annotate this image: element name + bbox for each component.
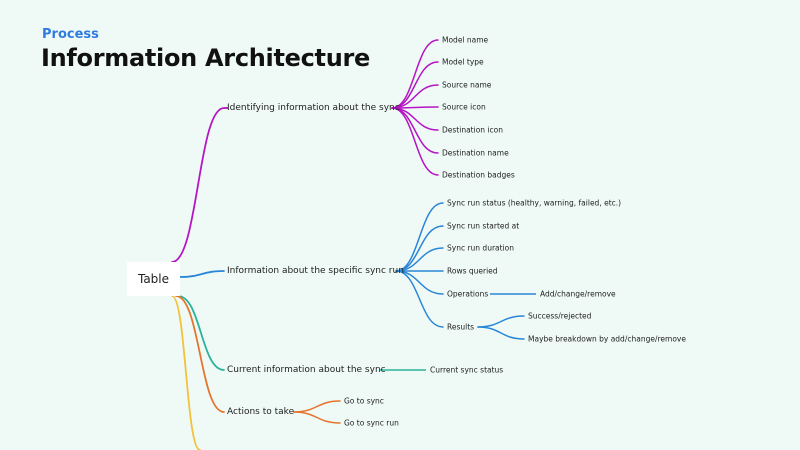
leaf-results[interactable]: Results [447,322,475,332]
connector-identifying-child-1 [391,61,439,109]
leaf-model-name[interactable]: Model name [442,35,489,45]
leaf-success-rejected[interactable]: Success/rejected [528,311,592,321]
branch-identifying-info[interactable]: Identifying information about the sync [227,103,400,113]
connector-results-child-1 [477,326,525,340]
connector-identifying-child-0 [391,39,439,109]
leaf-sync-run-duration[interactable]: Sync run duration [447,243,514,253]
branch-specific-sync-run[interactable]: Information about the specific sync run [227,266,404,276]
leaf-destination-badges[interactable]: Destination badges [442,170,515,180]
leaf-current-sync-status[interactable]: Current sync status [430,365,504,375]
leaf-go-to-sync[interactable]: Go to sync [344,396,384,406]
connector-root-current [177,295,225,371]
leaf-destination-icon[interactable]: Destination icon [442,125,503,135]
leaf-source-icon[interactable]: Source icon [442,102,486,112]
connector-root-identifying [171,107,225,263]
leaf-rows-queried[interactable]: Rows queried [447,266,498,276]
leaf-breakdown[interactable]: Maybe breakdown by add/change/remove [528,334,686,344]
leaf-operations[interactable]: Operations [447,289,489,299]
leaf-sync-run-started[interactable]: Sync run started at [447,221,520,231]
leaf-sync-run-status[interactable]: Sync run status (healthy, warning, faile… [447,198,622,208]
page-title: Information Architecture [41,44,371,72]
connector-results-child-0 [477,315,525,328]
connector-actions-child-0 [293,400,341,413]
connector-root-actions [175,295,225,413]
leaf-go-to-sync-run[interactable]: Go to sync run [344,418,399,428]
leaf-model-type[interactable]: Model type [442,57,484,67]
branch-current-info[interactable]: Current information about the sync [227,365,386,375]
branch-actions[interactable]: Actions to take [227,407,295,417]
leaf-source-name[interactable]: Source name [442,80,492,90]
connector-root-offscreen [171,295,201,450]
leaf-add-change-remove[interactable]: Add/change/remove [540,289,616,299]
connector-specific-child-0 [395,202,444,272]
connector-identifying-child-6 [391,107,439,176]
root-node[interactable]: Table [127,262,180,296]
connector-identifying-child-5 [391,107,439,154]
connector-root-specific [179,270,225,278]
root-node-label: Table [137,272,170,286]
section-eyebrow: Process [42,27,99,42]
connector-specific-child-5 [395,270,444,328]
leaf-destination-name[interactable]: Destination name [442,148,509,158]
connector-actions-child-1 [293,411,341,424]
